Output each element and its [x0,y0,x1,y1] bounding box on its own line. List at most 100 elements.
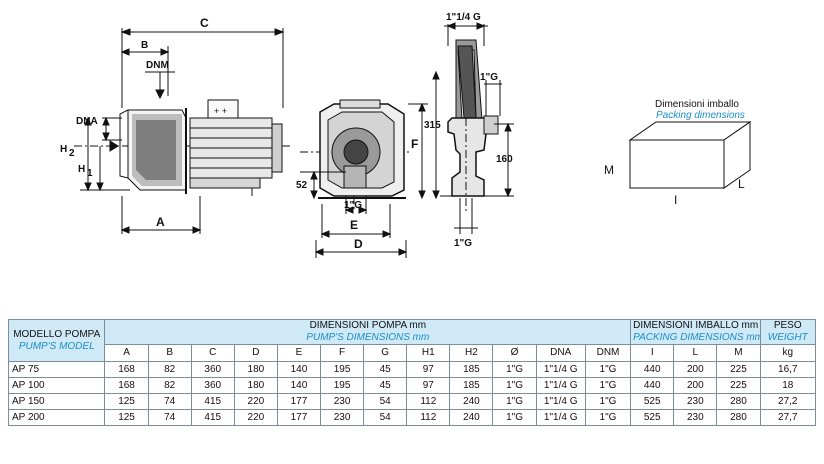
table-cell: 74 [147,393,192,410]
table-cell: 16,7 [759,361,816,378]
table-cell: 1"G [492,361,537,378]
dim-label-d: D [354,237,363,251]
packing-title-en: Packing dimensions [656,110,745,121]
table-cell: 140 [276,377,322,394]
table-cell: 360 [190,361,235,378]
dim-label-h1-sub: 1 [87,168,93,179]
model-header: MODELLO POMPA PUMP'S MODEL [7,319,106,362]
table-cell: 200 [673,361,718,378]
table-cell: 200 [673,377,718,394]
column-header: H1 [406,344,451,362]
dim-label-1-1-4g: 1"1/4 G [446,12,481,23]
table-cell: 45 [363,377,408,394]
table-cell: 97 [406,361,451,378]
table-cell: 415 [190,409,235,426]
packing-label-i: I [674,193,677,207]
packing-label-l: L [738,177,745,191]
table-cell: 220 [233,409,278,426]
dim-label-h1: H [78,164,85,175]
table-cell: 27,7 [759,409,816,426]
column-header: A [104,344,149,362]
model-cell: AP 150 [7,393,106,410]
dim-label-c: C [200,16,209,30]
model-cell: AP 100 [7,377,106,394]
dim-label-1g: 1"G [344,200,362,211]
pump-dimensions-header: DIMENSIONI POMPA mm PUMP'S DIMENSIONS mm [104,319,632,345]
dim-label-dna: DNA [76,116,98,127]
table-cell: 1"1/4 G [535,409,586,426]
table-cell: 225 [716,377,761,394]
technical-drawing: + + [60,12,752,258]
table-cell: 125 [104,393,149,410]
column-header: Ø [492,344,537,362]
table-cell: 1"G [492,377,537,394]
table-cell: 195 [320,361,365,378]
weight-header: PESO WEIGHT [759,319,816,345]
table-cell: 195 [320,377,365,394]
table-cell: 125 [104,409,149,426]
table-cell: 82 [147,377,192,394]
dim-label-h2-sub: 2 [69,148,75,159]
ejector-profile-view [440,22,514,234]
dim-label-1g-right: 1"G [480,72,498,83]
column-header: E [276,344,322,362]
table-cell: 168 [104,361,149,378]
column-header: D [233,344,278,362]
table-cell: 185 [449,377,494,394]
table-cell: 415 [190,393,235,410]
table-cell: 140 [276,361,322,378]
column-header: G [363,344,408,362]
table-cell: 280 [716,393,761,410]
table-cell: 54 [363,409,408,426]
table-cell: 97 [406,377,451,394]
pump-front-view [300,70,440,258]
table-cell: 82 [147,361,192,378]
table-cell: 225 [716,361,761,378]
table-cell: 230 [673,393,718,410]
table-cell: 280 [716,409,761,426]
table-cell: 1"G [584,409,632,426]
dim-label-52: 52 [296,180,308,191]
dim-label-e: E [350,218,358,232]
specifications-table: MODELLO POMPA PUMP'S MODEL DIMENSIONI PO… [7,319,816,426]
table-cell: 525 [630,393,675,410]
table-cell: 1"1/4 G [535,377,586,394]
column-header: C [190,344,235,362]
table-cell: 240 [449,409,494,426]
table-cell: 240 [449,393,494,410]
dim-label-160: 160 [496,154,513,165]
pump-side-view: + + [74,28,290,234]
table-cell: 1"G [584,377,632,394]
table-cell: 440 [630,377,675,394]
column-header: kg [759,344,816,362]
table-cell: 27,2 [759,393,816,410]
table-cell: 177 [276,409,322,426]
column-header: F [320,344,365,362]
table-cell: 18 [759,377,816,394]
table-cell: 230 [673,409,718,426]
packing-box [628,121,752,189]
packing-label-m: M [604,163,614,177]
table-cell: 1"1/4 G [535,393,586,410]
model-cell: AP 200 [7,409,106,426]
table-cell: 54 [363,393,408,410]
table-cell: 1"G [492,409,537,426]
column-header: H2 [449,344,494,362]
table-cell: 230 [320,409,365,426]
table-cell: 185 [449,361,494,378]
table-cell: 112 [406,409,451,426]
table-cell: 180 [233,361,278,378]
table-cell: 230 [320,393,365,410]
dim-label-f: F [411,137,418,151]
model-cell: AP 75 [7,361,106,378]
column-header: B [147,344,192,362]
table-cell: 220 [233,393,278,410]
dim-label-315: 315 [424,120,441,131]
column-header: DNM [584,344,632,362]
table-cell: 440 [630,361,675,378]
